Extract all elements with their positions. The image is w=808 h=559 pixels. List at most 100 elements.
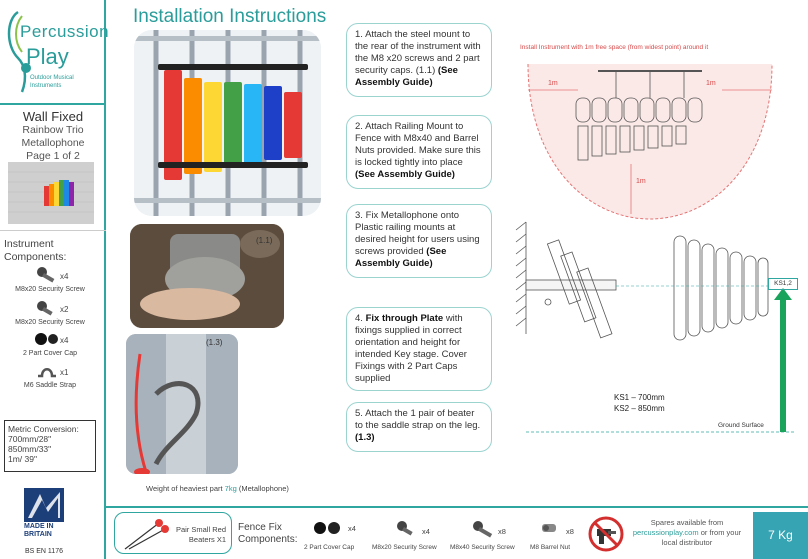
ground-surface-label: Ground Surface <box>718 422 764 429</box>
metric-line: 850mm/33" <box>8 444 52 454</box>
sidebar <box>0 0 106 559</box>
step-reference: (See Assembly Guide) <box>355 246 447 269</box>
product-subtitle-line1: Rainbow Trio <box>22 124 84 136</box>
step-reference: (See Assembly Guide) <box>355 169 455 180</box>
dimension-label: 1m <box>636 178 646 185</box>
barrel-nut-icon <box>542 524 556 532</box>
beaters-label-line1: Pair Small Red <box>175 525 226 534</box>
step-1: 1. Attach the steel mount to the rear of… <box>346 23 492 97</box>
component-qty: x1 <box>60 368 69 377</box>
total-weight-box: 7 Kg <box>753 512 808 559</box>
brand-name-line1: Percussion <box>20 22 110 41</box>
standard-label: BS EN 1176 <box>24 548 63 555</box>
step-4: 4. Fix through Plate with fixings suppli… <box>346 307 492 391</box>
beaters-box <box>114 512 232 554</box>
security-screw-icon <box>37 301 53 316</box>
product-title: Wall Fixed <box>22 109 84 124</box>
no-power-tools-icon <box>588 516 624 552</box>
dimension-label: 1m <box>706 80 716 87</box>
product-subtitle-line2: Metallophone <box>21 137 85 149</box>
divider <box>0 103 106 105</box>
photo-label: (1.3) <box>206 338 223 347</box>
made-in-britain-text: MADE IN BRITAIN <box>24 523 64 539</box>
spares-line3: local distributor <box>661 538 713 547</box>
metric-line: 1m/ 39" <box>8 454 38 464</box>
fence-part-qty: x4 <box>422 527 430 536</box>
metric-conversion-box: Metric Conversion: 700mm/28" 850mm/33" 1… <box>4 420 96 472</box>
spares-info: Spares available from percussionplay.com… <box>626 518 748 548</box>
ks1-height: KS1 – 700mm <box>614 393 665 402</box>
component-name: M8x20 Security Screw <box>15 286 85 293</box>
metric-line: 700mm/28" <box>8 434 52 444</box>
divider <box>0 230 106 231</box>
brand-tagline: Outdoor Musical Instruments <box>30 75 74 89</box>
metallophone-photo <box>134 30 321 216</box>
spares-line2: or from your <box>698 528 742 537</box>
components-heading-line1: Instrument <box>4 238 54 250</box>
step-text: Attach Railing Mount to Fence with M8x40… <box>355 121 481 168</box>
fence-part-qty: x8 <box>498 527 506 536</box>
step-5: 5. Attach the 1 pair of beater to the sa… <box>346 402 492 452</box>
weight-note-text: Weight of heaviest part <box>146 484 225 493</box>
cover-cap-icon <box>314 522 340 534</box>
step-reference: (1.3) <box>355 432 375 443</box>
free-space-note: Install Instrument with 1m free space (f… <box>520 44 709 51</box>
saddle-strap-icon <box>38 368 56 378</box>
weight-note-text: (Metallophone) <box>236 484 289 493</box>
beaters-label: Pair Small Red Beaters X1 <box>166 525 226 545</box>
step-number: 4. <box>355 313 363 324</box>
keystage-box: KS1,2 <box>768 278 798 290</box>
security-screw-icon <box>397 521 413 536</box>
saddle-strap-photo <box>126 334 238 474</box>
component-name: M8x20 Security Screw <box>15 319 85 326</box>
side-mount-diagram <box>515 221 794 433</box>
free-space-diagram <box>527 63 773 220</box>
component-qty: x4 <box>60 272 69 281</box>
step-number: 1. <box>355 29 363 40</box>
brand-name-line2: Play <box>26 44 69 69</box>
page-indicator: Page 1 of 2 <box>26 150 80 162</box>
made-in-line1: MADE IN <box>24 523 54 530</box>
keystage-heights: KS1 – 700mm KS2 – 850mm <box>614 392 665 414</box>
security-screw-icon <box>37 267 55 283</box>
step-number: 5. <box>355 408 363 419</box>
dimension-label: 1m <box>548 80 558 87</box>
mount-detail-photo <box>130 224 284 328</box>
component-qty: x2 <box>60 305 69 314</box>
fence-heading-line2: Components: <box>238 534 298 545</box>
percussion-play-logo <box>7 10 31 93</box>
security-screw-icon <box>473 521 493 538</box>
made-in-britain-logo <box>24 488 64 522</box>
product-thumbnail <box>8 162 94 224</box>
fence-fix-heading: Fence Fix Components: <box>238 522 297 546</box>
photo-label: (1.1) <box>256 236 273 245</box>
step-text: with fixings supplied in correct orienta… <box>355 313 467 384</box>
fence-part-name: M8x40 Security Screw <box>450 544 515 551</box>
fence-part-name: 2 Part Cover Cap <box>304 544 355 551</box>
spares-link[interactable]: percussionplay.com <box>632 528 699 537</box>
ks2-height: KS2 – 850mm <box>614 404 665 413</box>
step-reference: (See Assembly Guide) <box>355 65 458 88</box>
step-text: Fix Metallophone onto Plastic railing mo… <box>355 210 480 257</box>
weight-value: 7kg <box>224 484 237 493</box>
step-3: 3. Fix Metallophone onto Plastic railing… <box>346 204 492 278</box>
weight-note: Weight of heaviest part 7kg (Metallophon… <box>146 484 289 493</box>
metric-heading: Metric Conversion: <box>8 424 79 434</box>
components-heading-line2: Components: <box>4 251 67 263</box>
beaters-label-line2: Beaters X1 <box>188 535 226 544</box>
step-text: Attach the steel mount to the rear of th… <box>355 29 481 76</box>
cover-cap-icon <box>35 333 58 345</box>
fence-heading-line1: Fence Fix <box>238 522 282 533</box>
fence-part-name: M8x20 Security Screw <box>372 544 437 551</box>
footer-divider <box>106 506 808 508</box>
step-2: 2. Attach Railing Mount to Fence with M8… <box>346 115 492 189</box>
fence-part-name: M8 Barrel Nut <box>530 544 571 551</box>
page-title: Installation Instructions <box>133 6 327 27</box>
component-name: M6 Saddle Strap <box>23 382 77 389</box>
components-heading: Instrument Components: <box>4 238 104 264</box>
spares-line1: Spares available from <box>650 518 724 527</box>
beater-icon <box>124 519 169 550</box>
step-emphasis: Fix through Plate <box>365 313 444 324</box>
component-name: 2 Part Cover Cap <box>22 350 78 357</box>
component-qty: x4 <box>60 336 69 345</box>
